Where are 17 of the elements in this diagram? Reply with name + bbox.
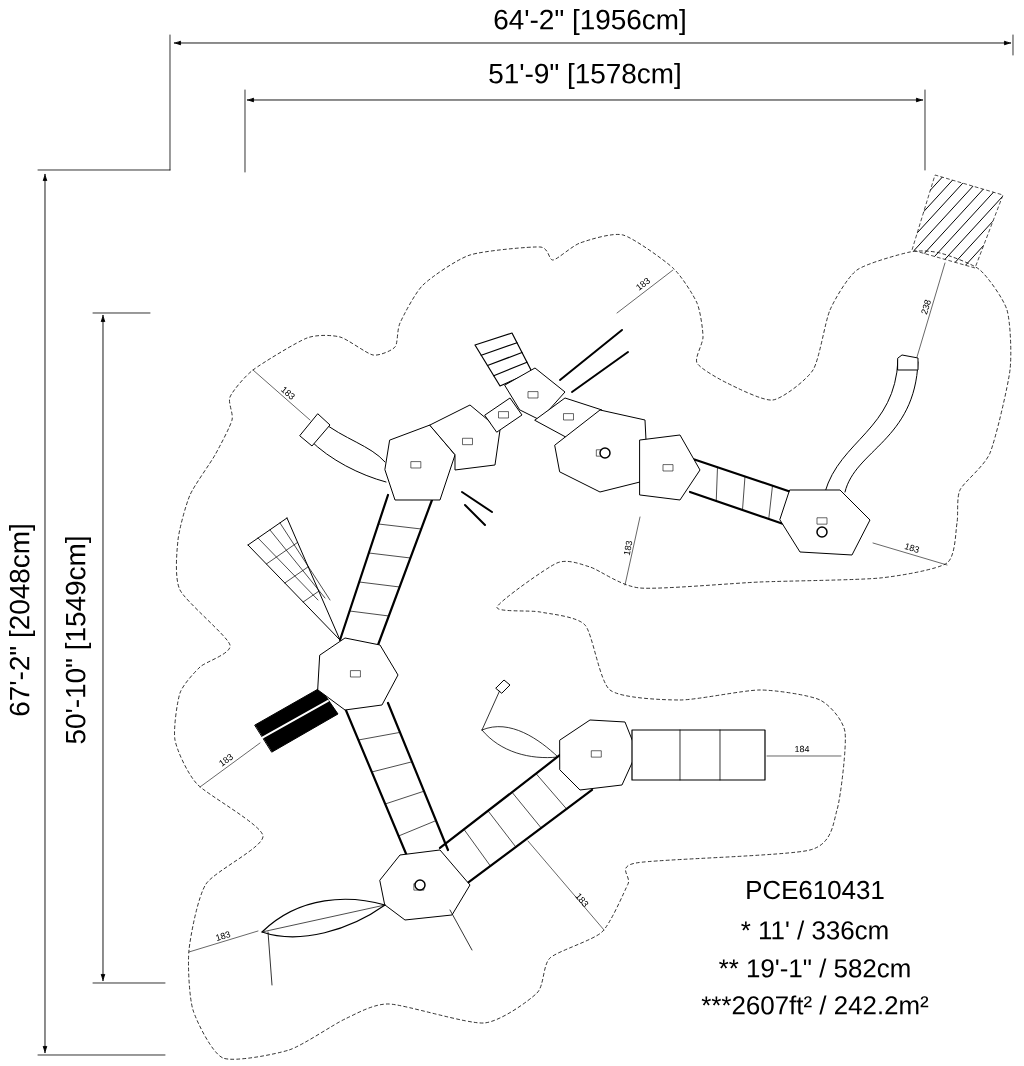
dimension-label: 183 (219, 754, 233, 767)
dimension-label: 183 (575, 893, 589, 907)
dimension-label: 64'-2" [1956cm] (494, 9, 685, 35)
dimension-label: 183 (624, 540, 633, 556)
dimension-label: 51'-9" [1578cm] (489, 63, 680, 89)
dimension-label: 183 (636, 277, 650, 291)
dimension-label: 184 (795, 745, 810, 753)
spec-text: * 11' / 336cm (741, 920, 888, 940)
spec-text: ***2607ft² / 242.2m² (701, 995, 929, 1015)
dimension-label: 50'-10" [1549cm] (65, 537, 91, 744)
spec-text: PCE610431 (747, 880, 884, 900)
spec-text: ** 19'-1" / 582cm (719, 958, 910, 978)
dimension-label: 183 (904, 543, 920, 553)
dimension-label: 183 (280, 387, 295, 400)
dimension-label: 67'-2" [2048cm] (9, 525, 35, 716)
dimension-label: 183 (216, 931, 231, 941)
dimension-label: 238 (921, 299, 931, 315)
